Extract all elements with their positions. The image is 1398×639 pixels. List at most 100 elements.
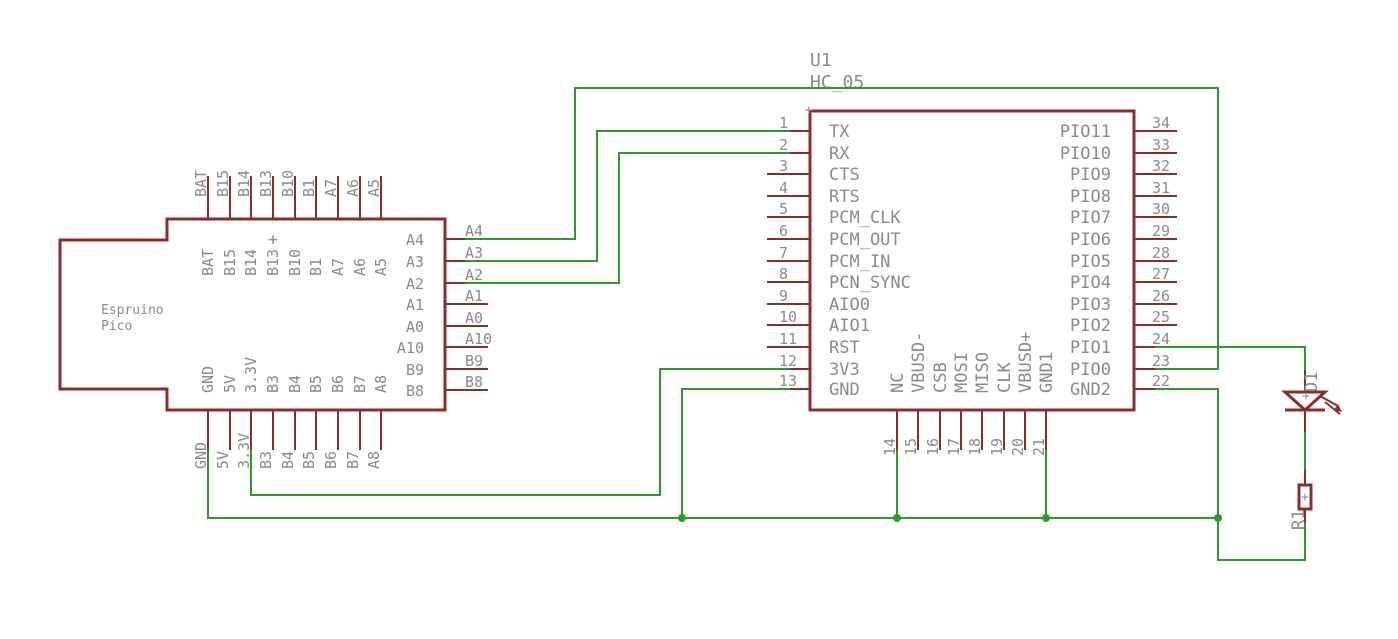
wire-a3-tx <box>465 130 790 262</box>
pico-pin-label-a0-right: A0 <box>465 309 483 327</box>
pico-pin-label-bat-top: BAT <box>192 170 210 197</box>
pico-pin-inner-b7-bottom: B7 <box>351 375 369 393</box>
pico-pin-inner-gnd-bottom: GND <box>199 366 217 393</box>
hc05-pin-23-number: 23 <box>1152 352 1170 370</box>
hc05-pin-11-number: 11 <box>779 330 797 348</box>
pico-pin-inner-a0-right: A0 <box>406 318 424 336</box>
hc05-pin-tx-label: TX <box>829 122 850 142</box>
pico-pin-label-a3-right: A3 <box>465 244 483 262</box>
hc05-pin-7-number: 7 <box>779 244 788 262</box>
hc05-pin-24-number: 24 <box>1152 330 1170 348</box>
hc05-pin-pio11-label: PIO11 <box>1060 122 1111 142</box>
hc05-pin-pio0-label: PIO0 <box>1070 360 1111 380</box>
pico-pin-inner-a7-top: A7 <box>329 258 347 276</box>
pico-pin-label-a10-right: A10 <box>465 330 492 348</box>
pico-pin-inner-b13-top: B13 <box>264 249 282 276</box>
wire-pio1-led <box>1155 346 1306 370</box>
pico-pin-inner-bat-top: BAT <box>199 249 217 276</box>
pico-pin-inner-b1-top: B1 <box>307 258 325 276</box>
hc05-pin-33-number: 33 <box>1152 136 1170 154</box>
pico-pin-inner-a3-right: A3 <box>406 253 424 271</box>
pico-pin-label-b4-bottom: B4 <box>279 451 297 469</box>
pico-pin-inner-b9-right: B9 <box>406 361 424 379</box>
led-arrow-1 <box>1319 395 1339 407</box>
hc05-pin-rst-label: RST <box>829 338 860 358</box>
hc05-pin-mosi-label: MOSI <box>952 352 972 393</box>
pico-pin-label-b9-right: B9 <box>465 352 483 370</box>
led-arrow-head <box>1334 404 1342 412</box>
pico-pin-label-b10-top: B10 <box>279 170 297 197</box>
pico-pin-label-b6-bottom: B6 <box>322 451 340 469</box>
espruino-pico: Espruino Pico + BATBATB15B15B14B14B13B13… <box>58 170 492 469</box>
pico-pin-inner-b8-right: B8 <box>406 382 424 400</box>
hc05-origin-mark: + <box>805 103 813 118</box>
pico-pin-label-b3-bottom: B3 <box>257 451 275 469</box>
pico-pin-label-a1-right: A1 <box>465 287 483 305</box>
hc05-pin-aio1-label: AIO1 <box>829 316 870 336</box>
junction-gnd-1 <box>678 514 686 522</box>
wire-a4-pio0 <box>465 87 1219 370</box>
hc05-pin-34-number: 34 <box>1152 114 1170 132</box>
pico-pin-inner-a8-bottom: A8 <box>372 375 390 393</box>
hc05-pin-9-number: 9 <box>779 287 788 305</box>
hc05-pin-29-number: 29 <box>1152 222 1170 240</box>
pico-pin-label-a7-top: A7 <box>322 179 340 197</box>
hc05-pin-27-number: 27 <box>1152 265 1170 283</box>
pico-pin-label-a4-right: A4 <box>465 222 483 240</box>
junction-gnd-4 <box>1214 514 1222 522</box>
hc05-pin-miso-label: MISO <box>973 352 993 393</box>
pico-label-line2: Pico <box>101 319 132 334</box>
wire-a2-rx <box>465 152 790 284</box>
hc05-pin-25-number: 25 <box>1152 308 1170 326</box>
hc05-pin-gnd2-label: GND2 <box>1070 380 1111 400</box>
hc05-pin-pio5-label: PIO5 <box>1070 252 1111 272</box>
hc05-pin-10-number: 10 <box>779 308 797 326</box>
hc05-pin-16-number: 16 <box>924 438 942 456</box>
pico-pin-label-b1-top: B1 <box>300 179 318 197</box>
hc05-pin-clk-label: CLK <box>995 362 1015 393</box>
hc05-pin-pio2-label: PIO2 <box>1070 316 1111 336</box>
hc05-pin-6-number: 6 <box>779 222 788 240</box>
hc05-pin-28-number: 28 <box>1152 244 1170 262</box>
pico-pin-inner-5v-bottom: 5V <box>221 375 239 393</box>
led-plus-mark: + <box>1302 389 1310 404</box>
pico-pin-label-b13-top: B13 <box>257 170 275 197</box>
hc05-pin-pio7-label: PIO7 <box>1070 208 1111 228</box>
hc05-pin-pio8-label: PIO8 <box>1070 187 1111 207</box>
hc05-pin-32-number: 32 <box>1152 157 1170 175</box>
hc05-pin-pio4-label: PIO4 <box>1070 273 1111 293</box>
hc05-pin-17-number: 17 <box>945 438 963 456</box>
hc05-pin-nc-label: NC <box>888 373 908 393</box>
pico-pin-label-gnd-bottom: GND <box>192 442 210 469</box>
hc05-pin-18-number: 18 <box>966 438 984 456</box>
hc05-pin-pcm-in-label: PCM_IN <box>829 252 890 272</box>
wire-gnd2-resistor <box>1155 388 1306 561</box>
hc05-pin-3v3-label: 3V3 <box>829 360 860 380</box>
hc05-pin-12-number: 12 <box>779 352 797 370</box>
hc05-pin-pio10-label: PIO10 <box>1060 144 1111 164</box>
hc05-pin-14-number: 14 <box>881 438 899 456</box>
pico-pin-inner-b5-bottom: B5 <box>307 375 325 393</box>
hc05-pin-vbusd-label: VBUSD- <box>909 332 929 393</box>
hc05-pin-15-number: 15 <box>902 438 920 456</box>
pico-pin-inner-b15-top: B15 <box>221 249 239 276</box>
junction-gnd-3 <box>1042 514 1050 522</box>
hc05-pin-rts-label: RTS <box>829 187 860 207</box>
pico-pin-label-5v-bottom: 5V <box>214 451 232 469</box>
hc05-pin-pcm-clk-label: PCM_CLK <box>829 208 901 228</box>
hc05-pin-1-number: 1 <box>779 114 788 132</box>
pico-label-line1: Espruino <box>101 303 164 318</box>
hc05-pin-pcn-sync-label: PCN_SYNC <box>829 273 911 293</box>
led-ref: D1 <box>1302 372 1322 392</box>
hc05-pin-cts-label: CTS <box>829 165 860 185</box>
pico-pin-label-b8-right: B8 <box>465 373 483 391</box>
led-d1: + D1 <box>1281 370 1342 432</box>
hc05-pin-pio9-label: PIO9 <box>1070 165 1111 185</box>
pico-pin-label-a8-bottom: A8 <box>365 451 383 469</box>
hc05-ref: U1 <box>810 50 832 71</box>
hc05-pin-21-number: 21 <box>1030 438 1048 456</box>
hc05-pin-pio6-label: PIO6 <box>1070 230 1111 250</box>
hc05-pin-26-number: 26 <box>1152 287 1170 305</box>
pico-pin-inner-a6-top: A6 <box>351 258 369 276</box>
